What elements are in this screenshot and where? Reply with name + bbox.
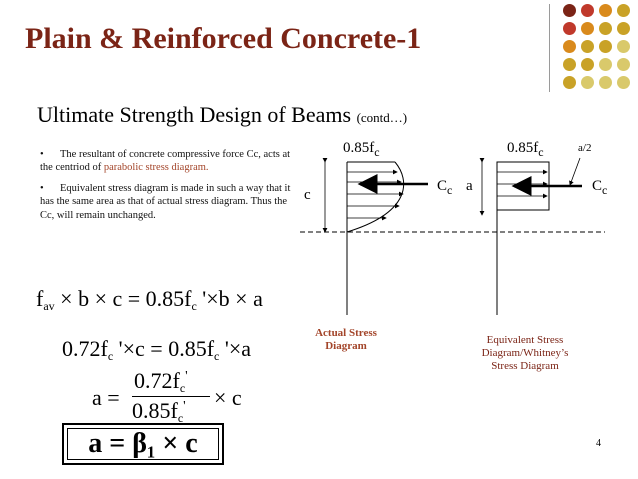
decor-dot bbox=[563, 4, 576, 17]
eq3-rhs: × c bbox=[214, 385, 242, 410]
bullet-1-text: The resultant of concrete compressive fo… bbox=[40, 149, 291, 174]
decor-dot bbox=[563, 40, 576, 53]
page-subtitle: Ultimate Strength Design of Beams (contd… bbox=[37, 102, 407, 128]
actual-cc-sub: c bbox=[447, 183, 453, 197]
equiv-stress-sub: c bbox=[538, 145, 544, 159]
decor-dot bbox=[581, 4, 594, 17]
eq2-part: '×c = 0.85f bbox=[113, 336, 215, 361]
decor-dot bbox=[581, 58, 594, 71]
eq3-num-sub: c bbox=[179, 381, 186, 395]
subtitle-main: Ultimate Strength Design of Beams bbox=[37, 102, 352, 127]
eq3-num-prime: ' bbox=[185, 369, 188, 384]
decor-dot bbox=[617, 40, 630, 53]
eq2-part: 0.72f bbox=[62, 336, 108, 361]
decor-divider bbox=[549, 4, 550, 92]
bullet-1-highlight: parabolic stress diagram. bbox=[103, 162, 209, 174]
actual-caption-line: Actual Stress bbox=[315, 327, 377, 339]
result-box: a = β₁ × c bbox=[62, 423, 224, 465]
result-equation: a = β₁ × c bbox=[67, 428, 219, 460]
half-a-label: a/2 bbox=[578, 142, 592, 154]
decor-dot bbox=[599, 58, 612, 71]
eq2-sub: c bbox=[107, 349, 114, 363]
stress-diagrams bbox=[300, 157, 605, 315]
decor-dot bbox=[617, 76, 630, 89]
decor-dot bbox=[581, 22, 594, 35]
decor-dot bbox=[563, 22, 576, 35]
decor-dot bbox=[563, 58, 576, 71]
actual-cc-text: C bbox=[437, 178, 448, 194]
equiv-caption-line: Stress Diagram bbox=[491, 360, 559, 372]
actual-stress-label: 0.85fc bbox=[343, 140, 380, 160]
eq2-sub: c bbox=[214, 349, 220, 363]
subtitle-contd: (contd…) bbox=[356, 110, 408, 125]
parabolic-curve bbox=[346, 161, 405, 233]
actual-cc-label: Cc bbox=[437, 178, 452, 198]
depth-a-label: a bbox=[466, 178, 473, 194]
decor-dot bbox=[581, 40, 594, 53]
decor-dot bbox=[599, 76, 612, 89]
equiv-stress-text: 0.85f bbox=[507, 140, 539, 156]
actual-caption-line: Diagram bbox=[325, 340, 367, 352]
eq3-denominator: 0.85fc' bbox=[132, 398, 186, 426]
bullet-2: •Equivalent stress diagram is made in su… bbox=[40, 182, 298, 222]
equiv-caption-line: Diagram/Whitney’s bbox=[481, 347, 569, 359]
eq3-numerator: 0.72fc' bbox=[134, 368, 188, 396]
page-number: 4 bbox=[596, 438, 601, 449]
decor-dot bbox=[617, 58, 630, 71]
eq1-sub: av bbox=[43, 299, 55, 313]
page-title: Plain & Reinforced Concrete-1 bbox=[25, 22, 422, 55]
decor-dot bbox=[599, 4, 612, 17]
bullet-dot-icon: • bbox=[40, 182, 44, 194]
bullet-dot-icon: • bbox=[40, 149, 44, 160]
bullet-1: •The resultant of concrete compressive f… bbox=[40, 148, 298, 175]
equation-1: fav × b × c = 0.85fc '×b × a bbox=[36, 286, 263, 314]
eq1-part: '×b × a bbox=[196, 286, 263, 311]
equiv-cc-text: C bbox=[592, 178, 603, 194]
equiv-cc-label: Cc bbox=[592, 178, 607, 198]
decor-dot bbox=[563, 76, 576, 89]
equiv-caption-line: Equivalent Stress bbox=[486, 334, 564, 346]
eq3-fraction-bar bbox=[132, 396, 210, 397]
eq3-num-text: 0.72f bbox=[134, 368, 180, 393]
equation-3: a = 0.72fc' 0.85fc' × c bbox=[92, 368, 242, 428]
decor-dot bbox=[581, 76, 594, 89]
decor-dot bbox=[617, 4, 630, 17]
actual-stress-text: 0.85f bbox=[343, 140, 375, 156]
equiv-stress-label: 0.85fc bbox=[507, 140, 544, 160]
depth-c-label: c bbox=[304, 187, 311, 203]
eq3-den-prime: ' bbox=[183, 399, 186, 414]
eq2-part: '×a bbox=[219, 336, 251, 361]
eq3-den-text: 0.85f bbox=[132, 398, 178, 423]
eq1-part: × b × c = 0.85f bbox=[54, 286, 192, 311]
equation-2: 0.72fc '×c = 0.85fc '×a bbox=[62, 336, 251, 364]
bullet-list: •The resultant of concrete compressive f… bbox=[40, 148, 298, 229]
decor-dot bbox=[617, 22, 630, 35]
half-a-arrow bbox=[569, 157, 581, 186]
eq1-sub: c bbox=[191, 299, 197, 313]
eq3-den-sub: c bbox=[177, 411, 184, 425]
decor-dot bbox=[599, 22, 612, 35]
equiv-cc-sub: c bbox=[602, 183, 608, 197]
bullet-2-text: Equivalent stress diagram is made in suc… bbox=[40, 182, 291, 221]
eq1-part: f bbox=[36, 286, 44, 311]
eq3-lhs: a = bbox=[92, 385, 120, 410]
decor-dot bbox=[599, 40, 612, 53]
actual-stress-sub: c bbox=[374, 145, 380, 159]
